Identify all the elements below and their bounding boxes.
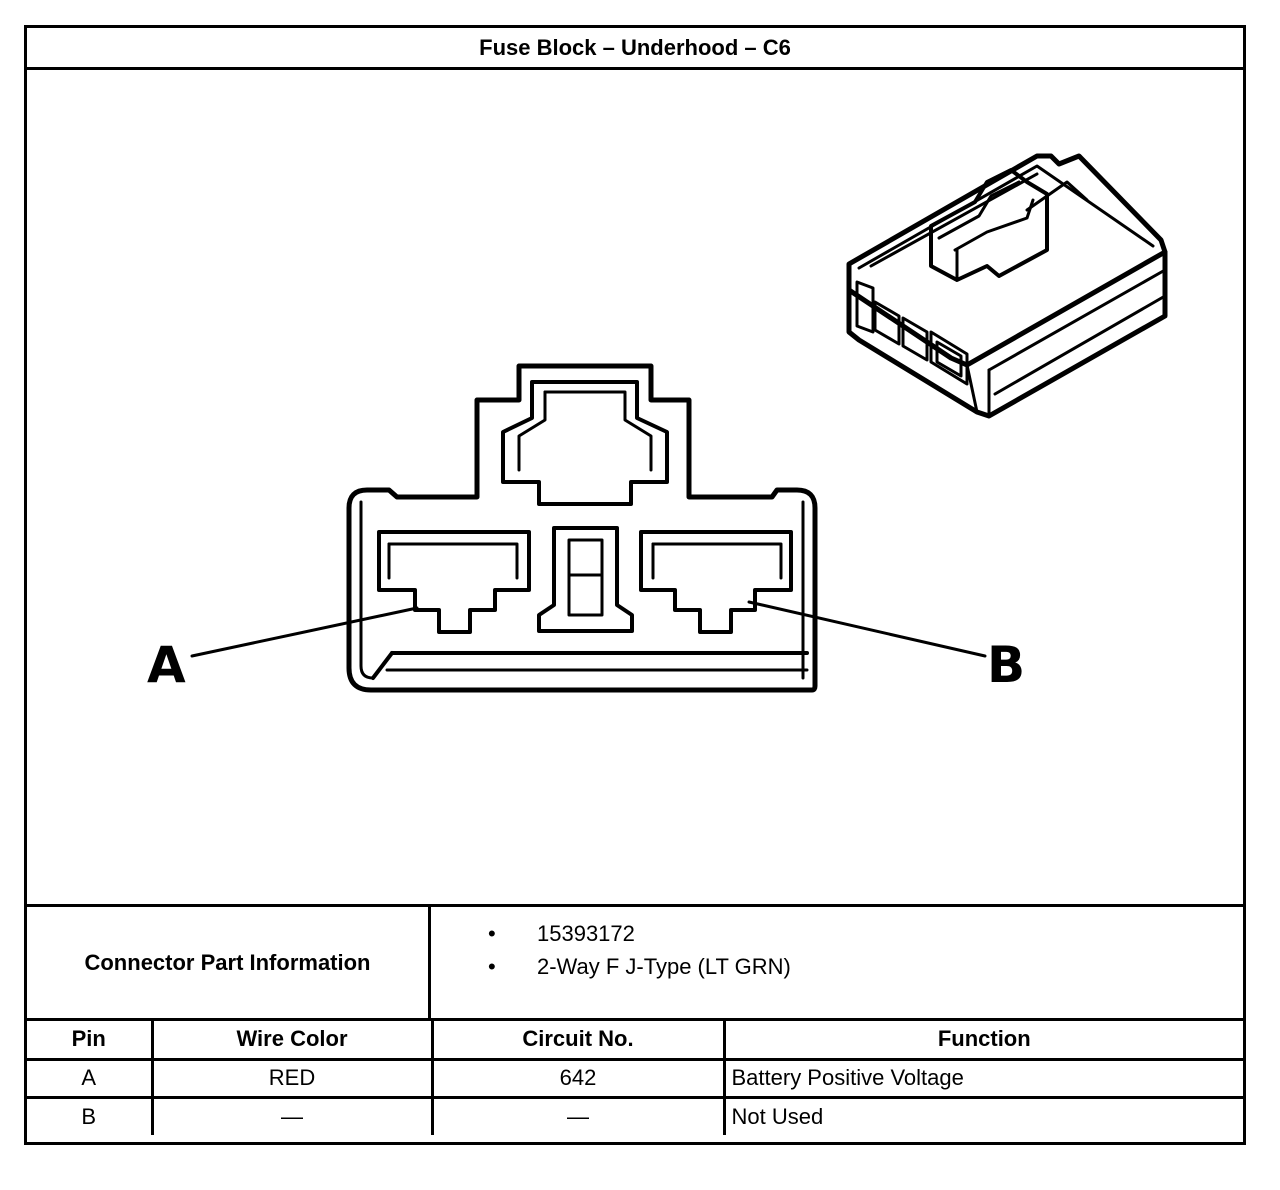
connector-sheet: Fuse Block – Underhood – C6 bbox=[24, 25, 1246, 1145]
header-wire-color: Wire Color bbox=[152, 1021, 434, 1061]
connector-type: 2-Way F J-Type (LT GRN) bbox=[537, 954, 791, 979]
connector-diagram: A B bbox=[27, 70, 1243, 904]
connector-part-info: Connector Part Information • 15393172 • … bbox=[27, 904, 1243, 1021]
cell-wire-color: RED bbox=[152, 1059, 434, 1099]
cell-wire-color: — bbox=[152, 1097, 434, 1135]
part-number-item: • 15393172 bbox=[431, 917, 1243, 950]
header-circuit-no: Circuit No. bbox=[432, 1021, 726, 1061]
connector-diagram-svg: A B bbox=[147, 153, 1168, 694]
cell-circuit-no: — bbox=[432, 1097, 726, 1135]
table-row: B — — Not Used bbox=[27, 1097, 1243, 1135]
connector-face-view-icon bbox=[190, 363, 987, 693]
pin-table-header-row: Pin Wire Color Circuit No. Function bbox=[27, 1021, 1243, 1061]
connector-part-info-values: • 15393172 • 2-Way F J-Type (LT GRN) bbox=[431, 907, 1243, 1018]
cell-function: Battery Positive Voltage bbox=[724, 1059, 1243, 1099]
connector-part-info-label: Connector Part Information bbox=[27, 907, 431, 1018]
pin-b-label: B bbox=[987, 636, 1025, 694]
header-pin: Pin bbox=[27, 1021, 154, 1061]
pin-a-leader-line bbox=[190, 606, 419, 658]
connector-type-item: • 2-Way F J-Type (LT GRN) bbox=[431, 950, 1243, 983]
pin-a-label: A bbox=[147, 636, 186, 694]
bullet-icon: • bbox=[488, 954, 496, 979]
pin-table: Pin Wire Color Circuit No. Function A RE… bbox=[27, 1021, 1243, 1135]
connector-isometric-view-icon bbox=[846, 153, 1168, 419]
header-function: Function bbox=[724, 1021, 1243, 1061]
cell-pin: A bbox=[27, 1059, 154, 1099]
part-number: 15393172 bbox=[537, 921, 635, 946]
cell-function: Not Used bbox=[731, 1103, 824, 1129]
cell-pin: B bbox=[27, 1097, 154, 1135]
page-title: Fuse Block – Underhood – C6 bbox=[27, 28, 1243, 70]
pin-b-leader-line bbox=[747, 600, 987, 658]
cell-circuit-no: 642 bbox=[432, 1059, 726, 1099]
table-row: A RED 642 Battery Positive Voltage bbox=[27, 1059, 1243, 1099]
bullet-icon: • bbox=[488, 921, 496, 946]
